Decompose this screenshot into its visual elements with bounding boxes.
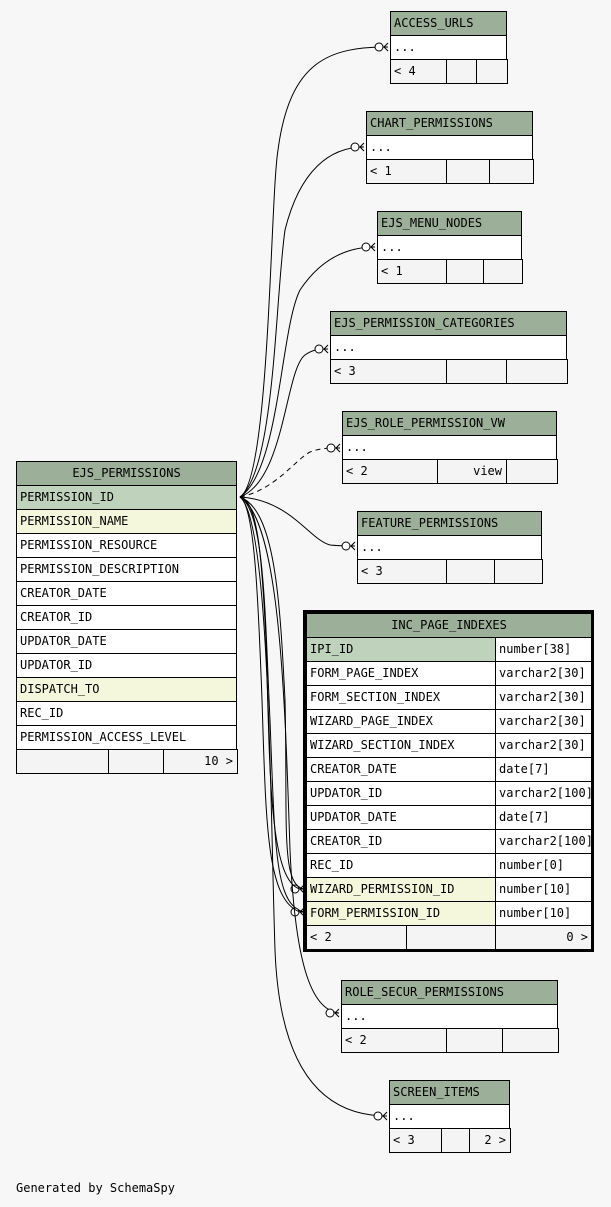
edge-ejs-permission-categories <box>239 348 329 498</box>
column-name[interactable]: PERMISSION_ACCESS_LEVEL <box>16 725 237 750</box>
child-count <box>494 559 543 584</box>
parent-count: < 3 <box>357 559 447 584</box>
collapsed-columns[interactable]: ... <box>377 235 522 260</box>
column-name[interactable]: CREATOR_DATE <box>16 581 237 606</box>
collapsed-columns[interactable]: ... <box>366 135 533 160</box>
edge-feature-permissions-many-marker <box>350 541 356 551</box>
column-type: varchar2[30] <box>495 661 592 686</box>
column-type: number[10] <box>495 901 592 926</box>
edge-ejs-role-permission-vw <box>239 447 341 498</box>
table-header[interactable]: EJS_MENU_NODES <box>377 211 522 236</box>
edge-chart-permissions-optional-marker <box>350 142 360 152</box>
table-header[interactable]: ACCESS_URLS <box>390 11 507 36</box>
edge-feature-permissions-optional-marker <box>341 541 351 551</box>
parent-count: < 2 <box>306 925 407 950</box>
parent-count <box>16 749 109 774</box>
parent-count: < 4 <box>390 59 447 84</box>
table-header[interactable]: ROLE_SECUR_PERMISSIONS <box>341 980 558 1005</box>
collapsed-columns[interactable]: ... <box>341 1004 558 1029</box>
table-type <box>446 559 495 584</box>
child-count <box>506 459 558 484</box>
table-header[interactable]: CHART_PERMISSIONS <box>366 111 533 136</box>
collapsed-columns[interactable]: ... <box>330 335 567 360</box>
parent-count: < 2 <box>342 459 438 484</box>
table-header[interactable]: EJS_ROLE_PERMISSION_VW <box>342 411 557 436</box>
edge-ejs-permission-categories-optional-marker <box>314 344 324 354</box>
collapsed-columns[interactable]: ... <box>389 1104 510 1129</box>
edge-role-secur-permissions-many-marker <box>334 1008 340 1018</box>
table-header[interactable]: SCREEN_ITEMS <box>389 1080 510 1105</box>
edge-role-secur-permissions-optional-marker <box>325 1008 335 1018</box>
column-name[interactable]: REC_ID <box>306 853 496 878</box>
child-count: 2 > <box>469 1128 511 1153</box>
table-type <box>446 359 507 384</box>
parent-count: < 3 <box>330 359 447 384</box>
child-count <box>476 59 508 84</box>
collapsed-columns[interactable]: ... <box>357 535 542 560</box>
child-count <box>489 159 534 184</box>
parent-count: < 1 <box>366 159 447 184</box>
edge-ejs-menu-nodes <box>239 246 376 498</box>
edge-extra-2 <box>239 496 301 913</box>
column-type: date[7] <box>495 805 592 830</box>
collapsed-columns[interactable]: ... <box>390 35 507 60</box>
table-header[interactable]: EJS_PERMISSION_CATEGORIES <box>330 311 567 336</box>
table-type: view <box>437 459 507 484</box>
parent-count: < 1 <box>377 259 447 284</box>
edge-screen-items-many-marker <box>382 1111 388 1121</box>
column-type: varchar2[100] <box>495 829 592 854</box>
collapsed-columns[interactable]: ... <box>342 435 557 460</box>
edge-extra-1 <box>239 496 301 890</box>
child-count <box>506 359 568 384</box>
child-count: 0 > <box>495 925 593 950</box>
edge-role-secur-permissions <box>239 496 340 1014</box>
child-count <box>502 1028 559 1053</box>
edge-ejs-role-permission-vw-optional-marker <box>326 443 336 453</box>
table-type <box>446 1028 503 1053</box>
column-name[interactable]: FORM_PAGE_INDEX <box>306 661 496 686</box>
generated-by-label: Generated by SchemaSpy <box>16 1181 175 1195</box>
column-name[interactable]: CREATOR_ID <box>16 605 237 630</box>
column-type: number[10] <box>495 877 592 902</box>
parent-count: < 2 <box>341 1028 447 1053</box>
table-type <box>446 59 477 84</box>
table-type <box>108 749 164 774</box>
edge-ejs-menu-nodes-optional-marker <box>361 242 371 252</box>
column-name[interactable]: UPDATOR_ID <box>16 653 237 678</box>
column-name[interactable]: PERMISSION_RESOURCE <box>16 533 237 558</box>
column-type: varchar2[100] <box>495 781 592 806</box>
edge-chart-permissions-many-marker <box>359 142 365 152</box>
edge-screen-items-optional-marker <box>373 1111 383 1121</box>
edge-chart-permissions <box>239 146 365 498</box>
edge-inc-wizard-permission <box>239 496 305 890</box>
column-type: number[0] <box>495 853 592 878</box>
parent-count: < 3 <box>389 1128 442 1153</box>
edge-ejs-permission-categories-many-marker <box>323 344 329 354</box>
column-name[interactable]: PERMISSION_ID <box>16 485 237 510</box>
table-type <box>441 1128 470 1153</box>
focused-table-frame <box>303 610 594 952</box>
column-type: varchar2[30] <box>495 685 592 710</box>
edge-screen-items <box>239 496 388 1117</box>
edge-access-urls <box>239 46 389 498</box>
table-type <box>446 259 484 284</box>
child-count: 10 > <box>163 749 238 774</box>
column-name[interactable]: DISPATCH_TO <box>16 677 237 702</box>
column-name[interactable]: WIZARD_SECTION_INDEX <box>306 733 496 758</box>
column-name[interactable]: REC_ID <box>16 701 237 726</box>
table-header[interactable]: FEATURE_PERMISSIONS <box>357 511 542 536</box>
column-type: varchar2[30] <box>495 709 592 734</box>
column-name[interactable]: WIZARD_PERMISSION_ID <box>306 877 496 902</box>
table-type <box>446 159 490 184</box>
edge-access-urls-many-marker <box>383 42 389 52</box>
edge-ejs-menu-nodes-many-marker <box>370 242 376 252</box>
edge-access-urls-optional-marker <box>374 42 384 52</box>
edge-ejs-role-permission-vw-many-marker <box>335 443 341 453</box>
table-header[interactable]: EJS_PERMISSIONS <box>16 461 237 486</box>
column-name[interactable]: PERMISSION_NAME <box>16 509 237 534</box>
child-count <box>483 259 523 284</box>
column-name[interactable]: PERMISSION_DESCRIPTION <box>16 557 237 582</box>
column-name[interactable]: UPDATOR_DATE <box>16 629 237 654</box>
